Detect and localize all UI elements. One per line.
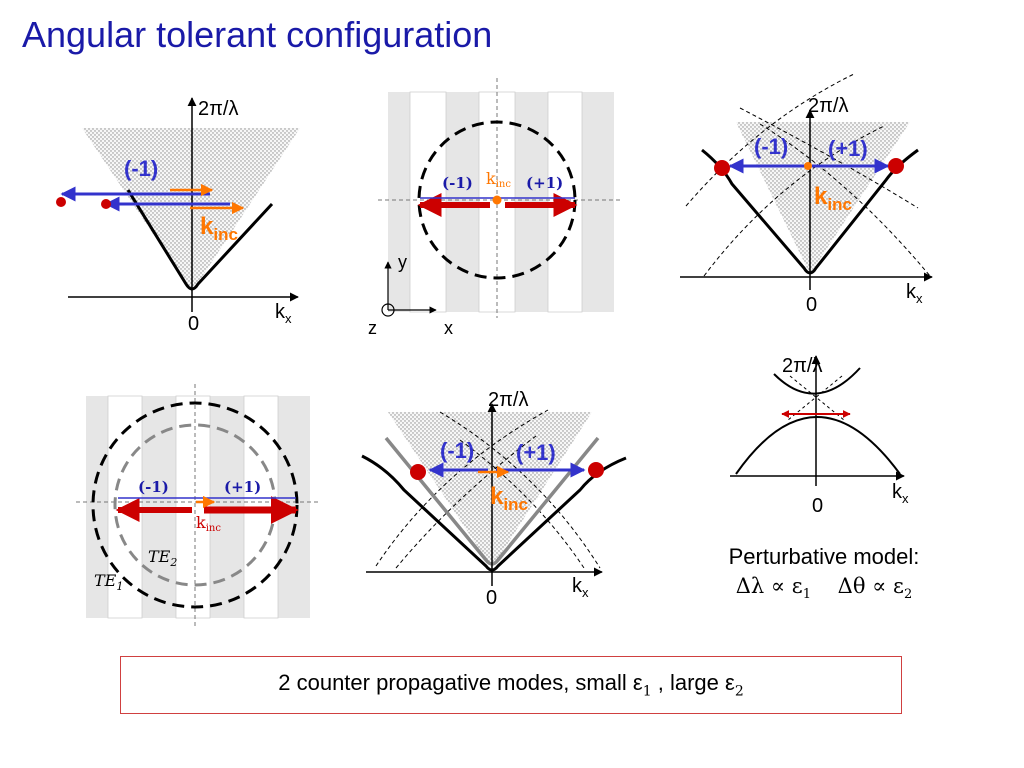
summary-box: 2 counter propagative modes, small ε1 , …	[120, 656, 902, 714]
caption-line-1: Perturbative model:	[728, 544, 920, 569]
y-axis-label: 2π/λ	[198, 98, 238, 120]
dashed-folded-curve	[439, 411, 601, 569]
origin-label: 0	[486, 587, 497, 609]
k-inc-label: kinc	[814, 183, 852, 214]
te1-label: TE1	[94, 571, 123, 593]
order-label-plus-one: (+1)	[516, 440, 556, 465]
y-coord-label: y	[398, 252, 407, 272]
mode-dot	[714, 160, 730, 176]
caption-line-2: Δλ ∝ ε1 Δθ ∝ ε2	[735, 573, 913, 602]
mode-dot	[410, 464, 426, 480]
dashed-folded-curve	[739, 107, 919, 209]
k-inc-label: kinc	[490, 483, 528, 514]
dashed-folded-curve	[703, 125, 885, 277]
z-coord-label: z	[368, 318, 377, 338]
order-label-minus-one: (-1)	[442, 174, 473, 192]
page-title: Angular tolerant configuration	[22, 14, 493, 55]
dashed-folded-curve	[395, 435, 537, 569]
order-label-minus-one: (-1)	[138, 478, 169, 496]
x-axis-label: kx	[275, 301, 292, 326]
dashed-folded-curve	[685, 73, 855, 207]
panel-dispersion-2: 2π/λ kx 0 (-1) (+1) kinc	[680, 73, 933, 316]
order-label-plus-one: (+1)	[828, 136, 868, 161]
origin-label: 0	[188, 313, 199, 335]
summary-text: 2 counter propagative modes, small ε1 , …	[278, 670, 744, 700]
dispersion-curve	[126, 189, 274, 291]
light-cone-shading	[82, 128, 300, 292]
dashed-folded-curve	[459, 439, 585, 569]
lower-band-curve	[735, 416, 901, 475]
mode-dot	[588, 462, 604, 478]
y-axis-label: 2π/λ	[808, 95, 848, 117]
light-cone-shading	[736, 122, 910, 274]
order-label-minus-one: (-1)	[124, 156, 158, 181]
x-axis-label: kx	[572, 575, 589, 600]
mode-dot	[101, 199, 111, 209]
panel-dispersion-1: 2π/λ kx 0 (-1) kinc	[56, 97, 300, 335]
panel-dispersion-3: 2π/λ kx 0 (-1) (+1) kinc	[361, 389, 627, 609]
k-inc-label: kinc	[196, 513, 221, 534]
te2-label: TE2	[148, 547, 177, 569]
panel-perturbative: 2π/λ kx 0	[730, 355, 909, 517]
origin-label: 0	[806, 294, 817, 316]
x-coord-label: x	[444, 318, 453, 338]
dashed-folded-curve	[759, 123, 931, 277]
mode-dot	[888, 158, 904, 174]
k-inc-dot	[804, 162, 812, 170]
k-inc-label: kinc	[200, 213, 238, 244]
order-label-minus-one: (-1)	[754, 134, 788, 159]
order-label-minus-one: (-1)	[440, 438, 474, 463]
y-axis-label: 2π/λ	[488, 389, 528, 411]
k-inc-label: kinc	[486, 169, 511, 190]
light-cone-shading	[388, 412, 592, 568]
order-label-plus-one: (+1)	[526, 174, 563, 192]
y-axis-label: 2π/λ	[782, 355, 822, 377]
x-axis-label: kx	[906, 281, 923, 306]
x-axis-label: kx	[892, 481, 909, 506]
mode-dot	[56, 197, 66, 207]
panel-grating-2: (-1) (+1) kinc TE2 TE1	[76, 384, 318, 628]
dashed-folded-curve	[375, 409, 549, 567]
k-inc-dot	[492, 195, 502, 205]
perturbative-model-caption: Perturbative model: Δλ ∝ ε1 Δθ ∝ ε2	[669, 542, 979, 603]
origin-label: 0	[812, 495, 823, 517]
panel-grating-1: (-1) (+1) kinc y z x	[368, 78, 622, 338]
order-label-plus-one: (+1)	[224, 478, 261, 496]
z-coord-symbol	[381, 303, 395, 317]
